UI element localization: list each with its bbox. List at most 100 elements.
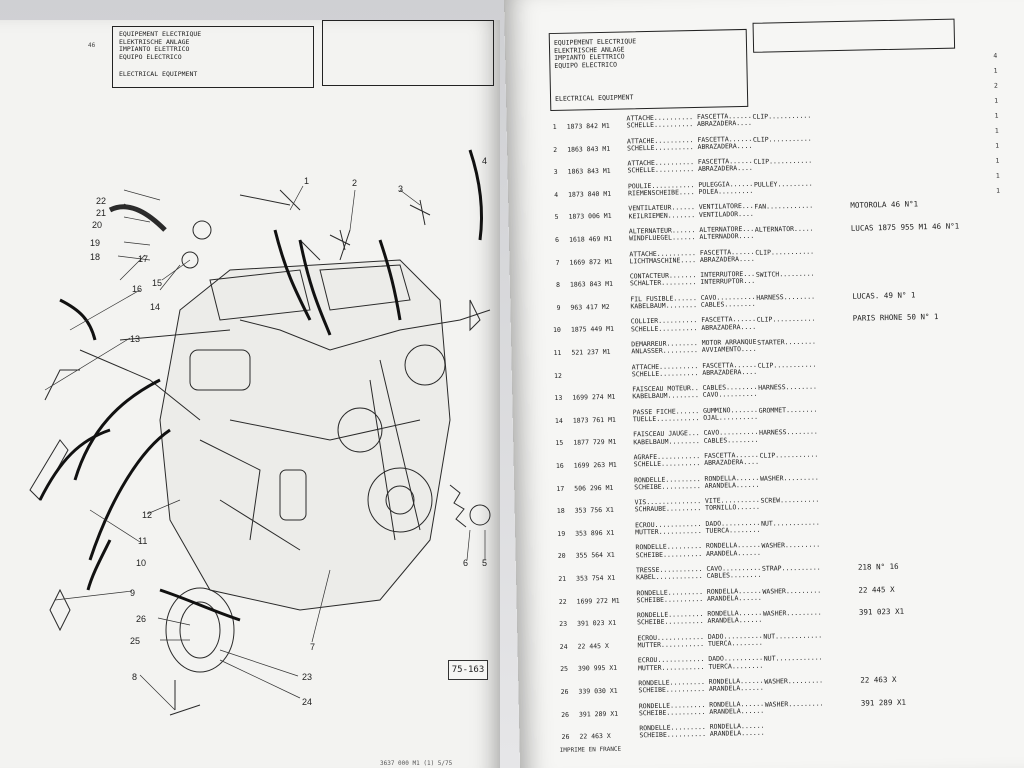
quantity-value: 1 bbox=[993, 66, 998, 75]
part-item-number: 17 bbox=[556, 484, 565, 493]
callout-number: 23 bbox=[302, 672, 312, 682]
left-header-line: EQUIPEMENT ELECTRIQUE bbox=[119, 30, 202, 38]
part-reference: 1618 469 M1 bbox=[568, 234, 613, 244]
part-description: ATTACHE.......... FASCETTA......SCHELLE.… bbox=[632, 360, 758, 378]
callout-number: 3 bbox=[398, 184, 403, 194]
part-description: ATTACHE.......... FASCETTA......SCHELLE.… bbox=[627, 134, 753, 153]
part-note: LUCAS. 49 N° 1 bbox=[852, 290, 916, 301]
part-reference: 22 463 X bbox=[579, 732, 611, 741]
part-description-line2: SCHELLE.......... ABRAZADERA.... bbox=[627, 141, 753, 153]
callout-number: 24 bbox=[302, 697, 312, 707]
part-description-line2: SCHELLE.......... ABRAZADERA.... bbox=[630, 322, 757, 334]
part-item-number: 20 bbox=[557, 552, 566, 561]
part-reference: 22 445 X bbox=[577, 641, 609, 651]
part-description: FAISCEAU MOTEUR.. CABLES........KABELBAU… bbox=[632, 383, 758, 401]
part-english-name: CLIP........... bbox=[756, 314, 816, 325]
part-reference: 390 995 X1 bbox=[577, 664, 618, 673]
part-reference: 1863 843 M1 bbox=[567, 144, 611, 154]
part-reference: 1873 842 M1 bbox=[566, 121, 610, 131]
part-reference: 1863 843 M1 bbox=[567, 166, 611, 176]
part-english-name: CLIP........... bbox=[752, 111, 812, 121]
part-note: 391 023 X1 bbox=[858, 606, 905, 617]
part-description-line2: LICHTMASCHINE.... ABRAZADERA.... bbox=[629, 254, 755, 266]
part-description: RONDELLE......... RONDELLA......SCHEIBE.… bbox=[638, 677, 764, 695]
part-english-name: HARNESS........ bbox=[758, 382, 817, 392]
part-description: RONDELLE......... RONDELLA......SCHEIBE.… bbox=[635, 541, 761, 559]
part-english-name: WASHER......... bbox=[764, 699, 824, 709]
left-header-line: ELEKTRISCHE ANLAGE bbox=[119, 37, 190, 46]
left-empty-box bbox=[322, 20, 494, 86]
part-description: ALTERNATEUR...... ALTERNATORE...WINDFLUE… bbox=[629, 225, 755, 243]
part-english-name: HARNESS........ bbox=[756, 292, 816, 302]
callout-number: 11 bbox=[138, 536, 147, 546]
part-description: COLLIER.......... FASCETTA......SCHELLE.… bbox=[630, 315, 757, 334]
part-item-number: 12 bbox=[553, 371, 562, 380]
callout-number: 9 bbox=[130, 588, 135, 598]
part-description: ECROU............ DADO..........MUTTER..… bbox=[637, 632, 763, 650]
part-item-number: 7 bbox=[555, 258, 560, 267]
part-item-number: 16 bbox=[555, 461, 564, 471]
part-english-name: GROMMET........ bbox=[758, 405, 818, 415]
part-english-name: SCREW.......... bbox=[760, 495, 820, 505]
part-reference: 1699 274 M1 bbox=[572, 392, 616, 402]
part-item-number: 24 bbox=[559, 642, 568, 651]
part-english-name: WASHER......... bbox=[762, 586, 822, 596]
part-description-line2: SCHEIBE.......... ARANDELA...... bbox=[634, 480, 760, 492]
part-description: ATTACHE.......... FASCETTA......LICHTMAS… bbox=[629, 247, 755, 266]
callout-number: 17 bbox=[138, 254, 148, 264]
part-item-number: 23 bbox=[559, 620, 568, 629]
part-reference: 1873 840 M1 bbox=[568, 189, 612, 199]
part-reference: 355 564 X1 bbox=[575, 551, 615, 561]
part-description: RONDELLE......... RONDELLA......SCHEIBE.… bbox=[639, 722, 765, 740]
callout-number: 7 bbox=[310, 642, 315, 652]
part-description-line2: MUTTER........... TUERCA........ bbox=[635, 525, 761, 537]
part-english-name: NUT............ bbox=[763, 631, 823, 641]
part-english-name: WASHER......... bbox=[761, 540, 821, 551]
part-reference: 1699 272 M1 bbox=[576, 596, 620, 606]
part-description-line2: KABELBAUM........ CABLES........ bbox=[633, 435, 759, 446]
part-note: LUCAS 1875 955 M1 46 N°1 bbox=[850, 221, 960, 233]
right-page-number: 45 bbox=[972, 0, 979, 1]
part-description-line2: KABELBAUM........ CAVO.......... bbox=[632, 390, 758, 401]
callout-number: 10 bbox=[136, 558, 146, 568]
part-item-number: 22 bbox=[558, 597, 567, 606]
diagram-reference-box: 75-163 bbox=[448, 660, 488, 680]
right-page-footer: IMPRIME EN FRANCE bbox=[559, 745, 622, 754]
part-reference: 339 030 X1 bbox=[578, 686, 618, 696]
part-description-line2: SCHALTER......... INTERRUPTOR... bbox=[629, 277, 756, 288]
quantity-value: 4 bbox=[993, 51, 998, 60]
part-description-line2: SCHELLE.......... ABRAZADERA.... bbox=[626, 119, 752, 130]
part-description-line2: MUTTER........... TUERCA........ bbox=[637, 661, 764, 672]
callout-number: 19 bbox=[90, 238, 100, 248]
part-description: RONDELLE......... RONDELLA......SCHEIBE.… bbox=[639, 699, 765, 717]
part-reference: 1669 872 M1 bbox=[569, 257, 613, 267]
part-description-line2: KEILRIEMEN....... VENTILADOR.... bbox=[628, 209, 754, 221]
part-english-name: WASHER......... bbox=[764, 676, 824, 686]
part-reference: 521 237 M1 bbox=[571, 347, 611, 357]
part-description: FIL FUSIBLE...... CAVO..........KABELBAU… bbox=[630, 293, 756, 311]
part-reference: 391 289 X1 bbox=[578, 709, 619, 719]
callout-number: 5 bbox=[482, 558, 487, 568]
part-item-number: 18 bbox=[556, 507, 565, 516]
part-item-number: 10 bbox=[553, 326, 562, 335]
left-header-line: IMPIANTO ELETTRICO bbox=[119, 45, 190, 53]
part-reference: 1699 263 M1 bbox=[573, 460, 617, 470]
part-description: ATTACHE.......... FASCETTA......SCHELLE.… bbox=[626, 112, 752, 130]
callout-number: 20 bbox=[92, 220, 102, 230]
part-english-name: CLIP........... bbox=[753, 156, 813, 166]
part-item-number: 19 bbox=[557, 529, 566, 538]
part-item-number: 13 bbox=[554, 394, 563, 403]
part-english-name: STARTER........ bbox=[757, 337, 817, 347]
part-reference bbox=[572, 370, 628, 371]
callout-number: 15 bbox=[152, 278, 162, 288]
part-reference: 353 754 X1 bbox=[576, 573, 616, 583]
callout-number: 21 bbox=[96, 208, 106, 218]
callout-number: 8 bbox=[132, 672, 137, 682]
part-english-name: NUT............ bbox=[763, 653, 823, 664]
callout-number: 6 bbox=[463, 558, 468, 568]
part-description: ECROU............ DADO..........MUTTER..… bbox=[637, 654, 764, 672]
part-english-name: WASHER......... bbox=[759, 473, 819, 483]
part-item-number: 26 bbox=[560, 687, 569, 696]
